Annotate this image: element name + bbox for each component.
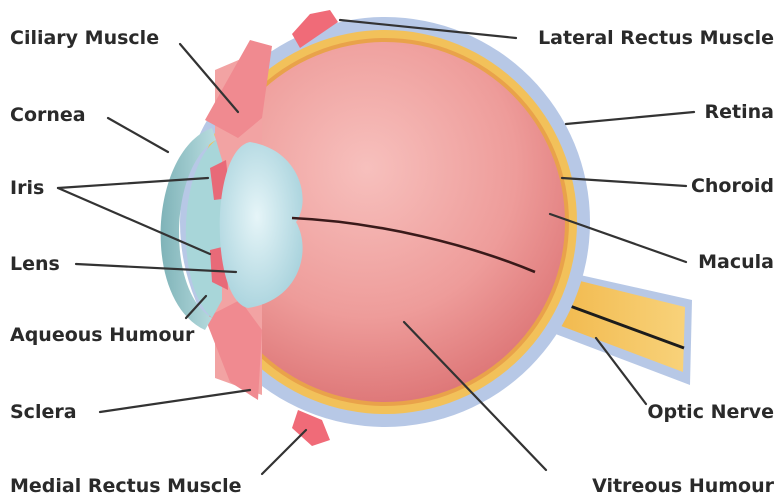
label-ciliary-muscle: Ciliary Muscle — [10, 27, 159, 49]
label-iris: Iris — [10, 177, 44, 199]
leader-medial-rectus-muscle — [262, 430, 306, 474]
leader-retina — [566, 112, 694, 124]
label-lateral-rectus-muscle: Lateral Rectus Muscle — [538, 27, 774, 49]
lens-shape — [220, 142, 303, 308]
label-choroid: Choroid — [691, 175, 774, 197]
label-sclera: Sclera — [10, 401, 77, 423]
label-cornea: Cornea — [10, 104, 86, 126]
label-lens: Lens — [10, 253, 60, 275]
label-optic-nerve: Optic Nerve — [647, 401, 774, 423]
label-retina: Retina — [705, 101, 774, 123]
label-vitreous-humour: Vitreous Humour — [592, 475, 775, 497]
leader-sclera — [100, 390, 250, 412]
label-medial-rectus-muscle: Medial Rectus Muscle — [10, 475, 242, 497]
label-macula: Macula — [698, 251, 774, 273]
leader-cornea — [108, 118, 168, 152]
label-aqueous-humour: Aqueous Humour — [10, 324, 195, 346]
